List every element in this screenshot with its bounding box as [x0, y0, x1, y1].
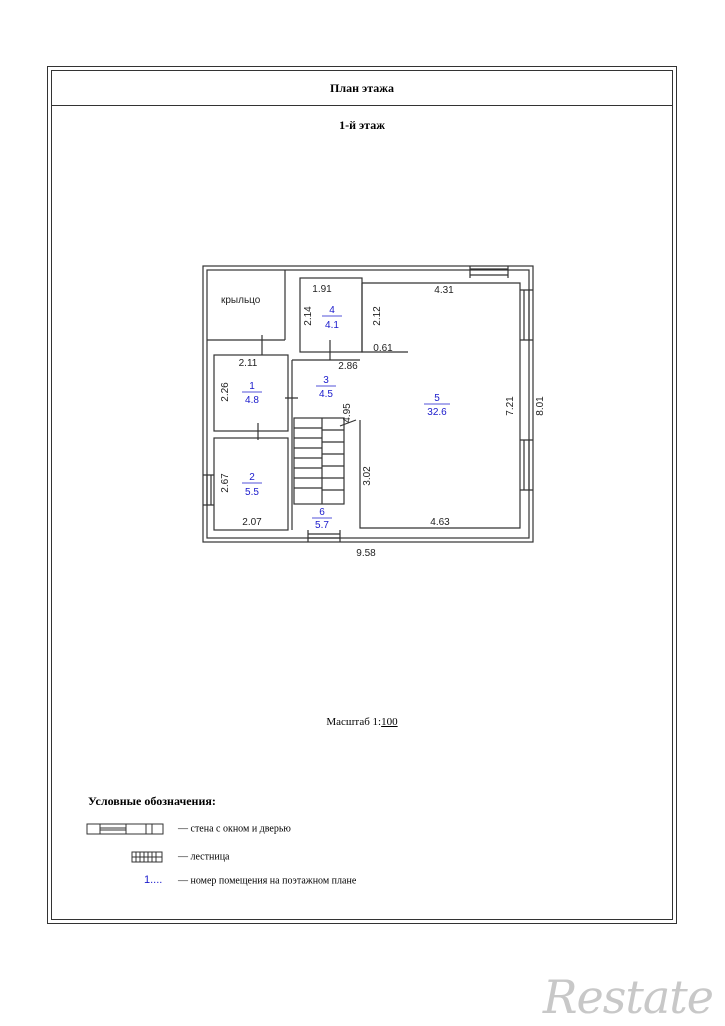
room-3-label: 3 4.5 — [316, 375, 336, 400]
dim-4-95: 4.95 — [342, 403, 353, 423]
staircase — [293, 417, 345, 505]
dim-2-86: 2.86 — [338, 361, 358, 372]
plan-sheet-inner: План этажа — [51, 70, 673, 920]
dim-4-31: 4.31 — [434, 285, 454, 296]
dim-3-02: 3.02 — [362, 466, 373, 486]
dim-2-12: 2.12 — [372, 306, 383, 326]
outer-wall — [202, 265, 534, 543]
window-right-1 — [520, 289, 533, 341]
legend-item-stairs: — лестница — [86, 850, 229, 864]
dim-1-91: 1.91 — [312, 284, 332, 295]
room-1-number: 1 — [249, 381, 255, 392]
dim-7-21: 7.21 — [505, 396, 516, 416]
window-top — [469, 266, 509, 278]
room-2-label: 2 5.5 — [242, 472, 262, 498]
watermark-logo: Restate — [542, 970, 714, 1024]
room-number-sample: 1.... — [144, 874, 163, 886]
room-6-number: 6 — [319, 507, 325, 518]
legend-item-room-number: 1.... — номер помещения на поэтажном пла… — [86, 874, 356, 888]
scale-label: Масштаб 1: — [326, 716, 382, 728]
room-5-walls — [359, 282, 521, 529]
room-2-walls — [213, 437, 289, 531]
dim-2-07: 2.07 — [242, 517, 262, 528]
room-3-number: 3 — [323, 375, 329, 386]
room-2-area: 5.5 — [245, 487, 259, 498]
room-5-number: 5 — [434, 393, 440, 404]
dim-9-58: 9.58 — [356, 548, 376, 559]
dim-2-67: 2.67 — [220, 473, 231, 493]
entrance-door — [307, 530, 341, 542]
room-2-number: 2 — [249, 472, 255, 483]
corridor-walls — [291, 359, 360, 530]
legend-text-room-number: — номер помещения на поэтажном плане — [178, 875, 357, 887]
room-1-label: 1 4.8 — [242, 381, 262, 406]
dim-0-61: 0.61 — [373, 343, 393, 354]
wall-window-door-symbol — [86, 822, 178, 836]
room-6-area: 5.7 — [315, 520, 329, 531]
legend-item-wall: — стена с окном и дверью — [86, 822, 291, 836]
outer-wall-inner — [206, 269, 530, 539]
room-3-area: 4.5 — [319, 389, 333, 400]
porch-label: крыльцо — [221, 295, 261, 306]
room-5-partition — [361, 283, 408, 353]
dim-2-14: 2.14 — [303, 306, 314, 326]
door-marks — [257, 335, 331, 440]
scale-caption: Масштаб 1:100 — [47, 716, 677, 728]
window-left — [203, 474, 214, 506]
room-4-number: 4 — [329, 305, 335, 316]
room-1-walls — [213, 354, 289, 432]
room-4-area: 4.1 — [325, 320, 339, 331]
stair-steps — [294, 418, 344, 504]
dim-2-26: 2.26 — [220, 382, 231, 402]
room-1-area: 4.8 — [245, 395, 259, 406]
dim-2-11: 2.11 — [239, 358, 258, 369]
floor-title: 1-й этаж — [339, 118, 385, 132]
legend-title: Условные обозначения: — [88, 794, 216, 808]
legend-text-wall: — стена с окном и дверью — [178, 823, 291, 835]
dim-8-01: 8.01 — [535, 396, 546, 416]
plan-sheet: План этажа — [47, 66, 677, 924]
scale-value: 100 — [381, 716, 398, 728]
sheet-title: План этажа — [52, 71, 672, 106]
stairs-symbol — [86, 850, 178, 864]
room-4-label: 4 4.1 — [322, 305, 342, 331]
porch-wall — [207, 270, 286, 341]
room-5-label: 5 32.6 — [424, 393, 450, 418]
legend-text-stairs: — лестница — [178, 851, 230, 863]
stair-arrow — [339, 419, 357, 427]
dim-4-63: 4.63 — [430, 517, 450, 528]
room-6-label: 6 5.7 — [312, 507, 332, 531]
room-number-symbol: 1.... — [86, 874, 178, 888]
window-right-2 — [520, 439, 533, 491]
room-5-area: 32.6 — [427, 407, 447, 418]
